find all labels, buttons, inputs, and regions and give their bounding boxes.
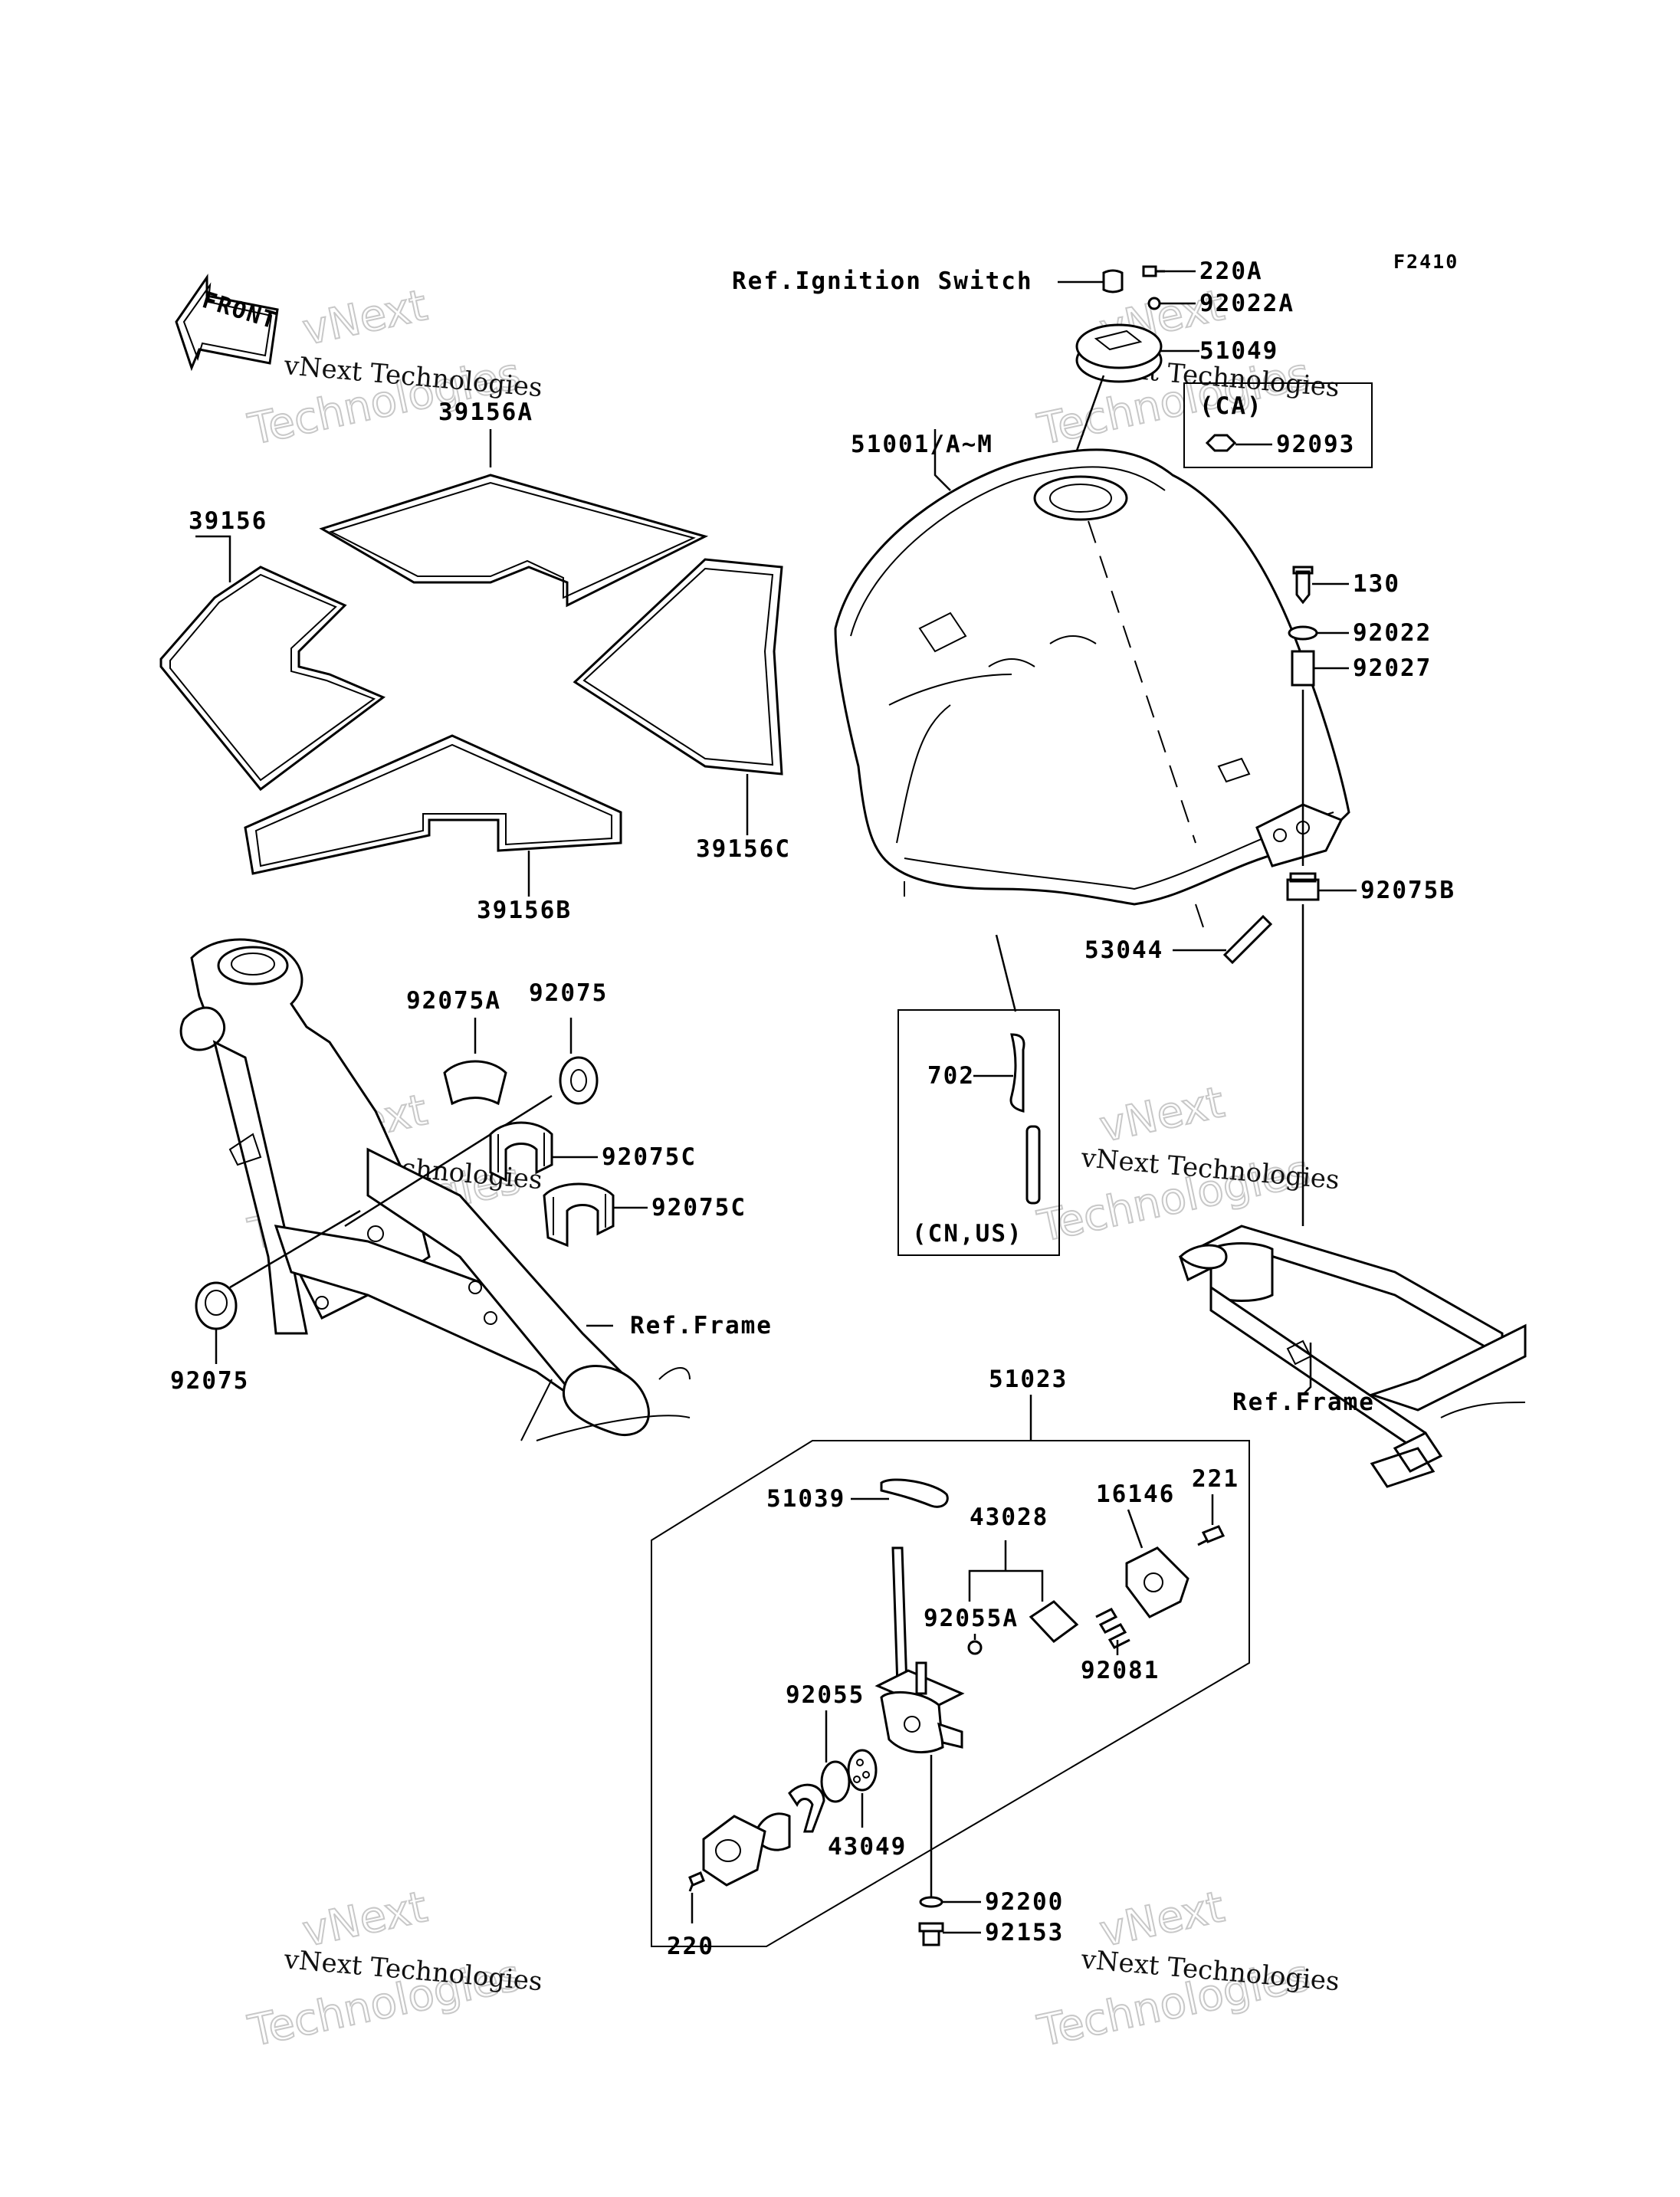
diaphragm-43028-icon [1029,1600,1079,1643]
bolt-130-icon [1292,566,1314,605]
damper-92075C-1-icon [489,1121,553,1182]
label-ref-frame-left: Ref.Frame [630,1312,773,1340]
cnus-box [897,1009,1060,1256]
label-220A: 220A [1199,257,1263,285]
label-51049: 51049 [1199,337,1278,365]
label-92093: 92093 [1276,431,1355,458]
pad-39156A [319,474,709,608]
label-39156A: 39156A [438,398,533,426]
cover-16146-icon [1125,1546,1189,1618]
hose-702-upper-icon [1009,1033,1025,1113]
label-92075A: 92075A [406,987,501,1015]
oring-92055A-icon [967,1640,983,1655]
front-arrow-icon: FRONT [175,274,281,372]
label-92075-top: 92075 [529,979,608,1007]
watermark-vnext-text: vNext [1095,1077,1229,1153]
label-43049: 43049 [828,1833,907,1861]
collar-92027-icon [1291,650,1315,687]
label-39156: 39156 [189,507,267,535]
label-220: 220 [667,1933,714,1960]
damper-92075-top-icon [559,1056,599,1105]
leader-39156 [195,535,231,582]
spring-92081-icon [1095,1608,1130,1649]
label-ref-ignition-switch: Ref.Ignition Switch [732,267,1033,295]
watermark-bottom-left: vNext Technologies vNext Technologies [243,1881,543,2058]
ignition-cap-icon [1102,269,1124,293]
label-39156B: 39156B [477,897,572,924]
label-702: 702 [927,1062,975,1090]
oring-92055-icon [820,1760,851,1803]
washer-92200-icon [919,1896,943,1908]
watermark-mid-right: vNext Technologies vNext Technologies [1032,1077,1340,1253]
frame-right [1178,1225,1527,1488]
ca-box [1183,382,1373,468]
fuel-cock-body-icon [874,1546,965,1754]
washer-92022-icon [1288,625,1318,641]
watermark-vnext-text: vNext [298,1882,431,1957]
diagram-code: F2410 [1393,251,1459,273]
label-92055A: 92055A [924,1605,1019,1632]
leader-tank-to-702 [995,934,1017,1012]
damper-92075A-icon [443,1060,507,1106]
label-ref-frame-right: Ref.Frame [1232,1389,1375,1416]
label-92075-bottom: 92075 [170,1367,249,1395]
screw-220A-icon [1142,265,1165,277]
label-92075C-1: 92075C [602,1143,697,1171]
label-92200: 92200 [985,1888,1064,1916]
label-51001: 51001/A~M [851,431,993,458]
screw-220-icon [688,1871,705,1892]
watermark-vnext-text: vNext [1095,1882,1229,1957]
leader-16146 [1127,1509,1144,1549]
label-43028: 43028 [970,1503,1048,1531]
label-16146: 16146 [1096,1481,1175,1508]
gasket-51039-icon [880,1478,949,1508]
label-39156C: 39156C [696,835,791,863]
nut-92093-icon [1205,434,1237,452]
label-53044: 53044 [1084,936,1163,964]
drain-bolt-92153-icon [918,1922,944,1946]
label-130: 130 [1353,570,1400,598]
frame-left [179,938,691,1441]
watermark-bottom-right: vNext Technologies vNext Technologies [1032,1881,1340,2058]
pad-39156C [573,558,783,776]
damper-92075-bottom-icon [195,1281,238,1330]
label-cnus: (CN,US) [912,1220,1023,1248]
watermark-top-left: vNext Technologies vNext Technologies [243,280,543,456]
lever-icon [788,1783,825,1833]
label-92075B: 92075B [1360,877,1455,904]
leader-ref-frame-right [1302,1343,1312,1395]
damper-92075B-icon [1286,872,1320,901]
leader-92075-bottom-to-frame [229,1209,361,1289]
hose-702-lower-icon [1025,1125,1041,1205]
screw-221-icon [1197,1525,1226,1546]
watermark-vnext-text: vNext [298,280,431,356]
label-92027: 92027 [1353,654,1432,682]
label-221: 221 [1192,1465,1239,1493]
leader-damper-to-frame [344,1094,553,1228]
label-92022: 92022 [1353,619,1432,647]
label-92153: 92153 [985,1919,1064,1946]
label-92055: 92055 [786,1681,865,1709]
fuel-cap-51049-icon [1075,323,1163,383]
plate-icon [702,1815,766,1887]
label-92022A: 92022A [1199,290,1294,317]
leader-43028 [968,1569,1044,1602]
filter-43049-icon [847,1749,878,1792]
damper-92075C-2-icon [543,1182,615,1248]
fuel-tank-51001 [834,448,1350,928]
fuel-cock-group-box [651,1440,1250,1947]
pipe-53044-icon [1222,914,1273,965]
label-92081: 92081 [1081,1657,1160,1684]
washer-92022A-icon [1147,297,1161,310]
label-51023: 51023 [989,1366,1068,1393]
label-92075C-2: 92075C [651,1194,746,1221]
label-ca: (CA) [1199,392,1263,420]
leader-51001 [934,429,951,491]
label-51039: 51039 [766,1485,845,1513]
pad-39156B [244,734,622,875]
pad-39156 [159,566,386,792]
